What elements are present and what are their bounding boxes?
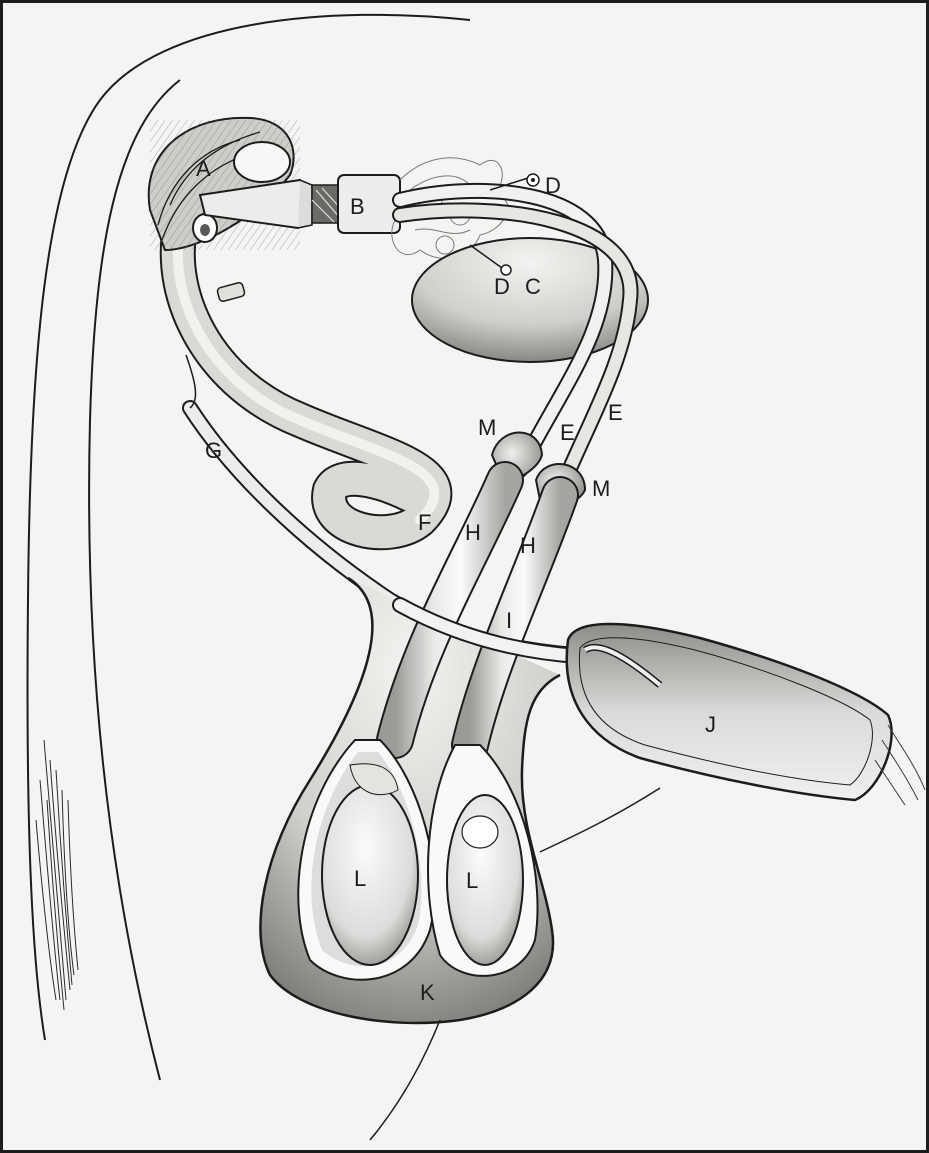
label-k: K xyxy=(420,980,435,1005)
label-d-upper: D xyxy=(545,173,561,198)
label-h-right: H xyxy=(520,533,536,558)
label-h-left: H xyxy=(465,520,481,545)
structure-a xyxy=(149,118,312,250)
label-f: F xyxy=(418,510,431,535)
label-a: A xyxy=(196,156,211,181)
label-m-right: M xyxy=(592,476,610,501)
label-j: J xyxy=(705,712,716,737)
label-e-left: E xyxy=(560,420,575,445)
label-l-left: L xyxy=(354,866,366,891)
hair-tuft xyxy=(36,740,78,1010)
label-d-lower: D xyxy=(494,274,510,299)
coiled-tube-f xyxy=(178,210,435,532)
label-e-right: E xyxy=(608,400,623,425)
label-m-left: M xyxy=(478,415,496,440)
label-b: B xyxy=(350,194,365,219)
label-i: I xyxy=(506,608,512,633)
label-g: G xyxy=(205,438,222,463)
label-l-right: L xyxy=(466,868,478,893)
label-c: C xyxy=(525,274,541,299)
chamber-j xyxy=(567,624,925,805)
